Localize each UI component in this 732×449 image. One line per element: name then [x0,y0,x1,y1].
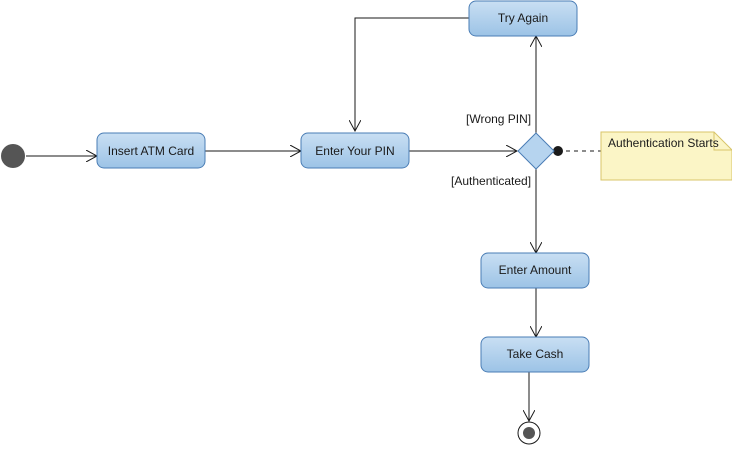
action-label: Enter Your PIN [315,144,394,158]
edge-try-again-to-enter-pin [355,17,469,131]
note-anchor-dot [553,146,563,156]
start-node[interactable] [1,144,25,168]
action-insert-atm-card[interactable]: Insert ATM Card [96,132,206,169]
action-try-again[interactable]: Try Again [468,0,578,37]
guard-wrong-pin: [Wrong PIN] [466,112,531,126]
decision-node[interactable] [517,132,555,170]
action-take-cash[interactable]: Take Cash [480,336,590,373]
action-enter-your-pin[interactable]: Enter Your PIN [300,132,410,169]
note-authentication-starts[interactable]: Authentication Starts [600,131,732,181]
note-text: Authentication Starts [608,136,719,150]
end-node[interactable] [517,421,541,445]
action-enter-amount[interactable]: Enter Amount [480,252,590,289]
action-label: Try Again [498,11,548,25]
action-label: Insert ATM Card [108,144,194,158]
guard-authenticated: [Authenticated] [451,174,531,188]
action-label: Enter Amount [499,263,572,277]
action-label: Take Cash [507,347,564,361]
